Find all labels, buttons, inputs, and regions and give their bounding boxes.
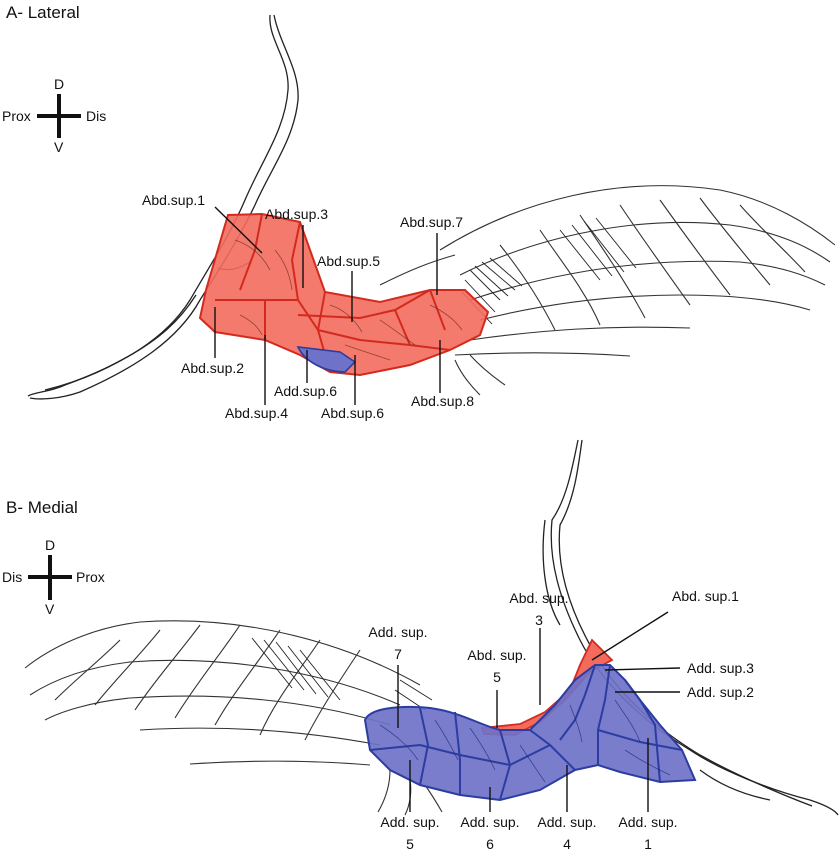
compass-b-left-label: Dis xyxy=(2,569,23,585)
label-a-abd-sup-2: Abd.sup.2 xyxy=(181,360,245,376)
label-a-abd-sup-5: Abd.sup.5 xyxy=(317,253,381,269)
compass-b xyxy=(28,555,72,600)
compass-a-right-label: Dis xyxy=(86,108,107,124)
label-b-add-sup-7: Add. sup.7 xyxy=(368,624,428,662)
fin-rays-b xyxy=(24,620,443,816)
panel-a-drawing xyxy=(27,14,836,405)
add-sup-6-a xyxy=(296,346,357,373)
compass-a-left-label: Prox xyxy=(2,108,31,124)
label-b-add-sup-3: Add. sup.3 xyxy=(687,660,754,676)
label-b-abd-sup-3: Abd. sup.3 xyxy=(509,590,569,628)
panel-b-drawing xyxy=(24,439,839,816)
compass-a-up-label: D xyxy=(54,76,65,92)
label-a-abd-sup-6: Abd.sup.6 xyxy=(321,405,385,421)
label-b-add-sup-4: Add. sup.4 xyxy=(537,814,597,852)
label-b-add-sup-5: Add. sup.5 xyxy=(380,814,440,852)
label-a-add-sup-6: Add.sup.6 xyxy=(274,383,338,399)
compass-a xyxy=(37,94,81,138)
label-b-add-sup-2: Add. sup.2 xyxy=(687,684,754,700)
label-b-add-sup-6: Add. sup.6 xyxy=(460,814,520,852)
compass-b-up-label: D xyxy=(45,537,56,553)
abductor-muscles-a xyxy=(198,212,490,377)
label-a-abd-sup-1: Abd.sup.1 xyxy=(142,192,206,208)
compass-b-right-label: Prox xyxy=(76,569,105,585)
label-a-abd-sup-3: Abd.sup.3 xyxy=(265,206,329,222)
leader-lines-a xyxy=(214,206,441,405)
label-a-abd-sup-7: Abd.sup.7 xyxy=(400,214,464,230)
leader-lines-b xyxy=(397,611,681,812)
compass-b-down-label: V xyxy=(45,601,55,617)
ray-base-hatch-a xyxy=(461,217,637,325)
adductor-muscles-b xyxy=(363,664,697,802)
label-b-abd-sup-1: Abd. sup.1 xyxy=(672,588,739,604)
label-a-abd-sup-4: Abd.sup.4 xyxy=(225,405,289,421)
abd-sup-main-a xyxy=(198,212,490,377)
label-a-abd-sup-8: Abd.sup.8 xyxy=(411,393,475,409)
compass-a-down-label: V xyxy=(54,139,64,155)
fin-rays-a xyxy=(379,185,836,396)
add-sup-main-b xyxy=(363,664,697,802)
label-b-abd-sup-5: Abd. sup.5 xyxy=(467,647,527,685)
label-b-add-sup-1: Add. sup.1 xyxy=(618,814,678,852)
panel-b-title: B- Medial xyxy=(6,498,78,517)
panel-a-title: A- Lateral xyxy=(6,3,80,22)
